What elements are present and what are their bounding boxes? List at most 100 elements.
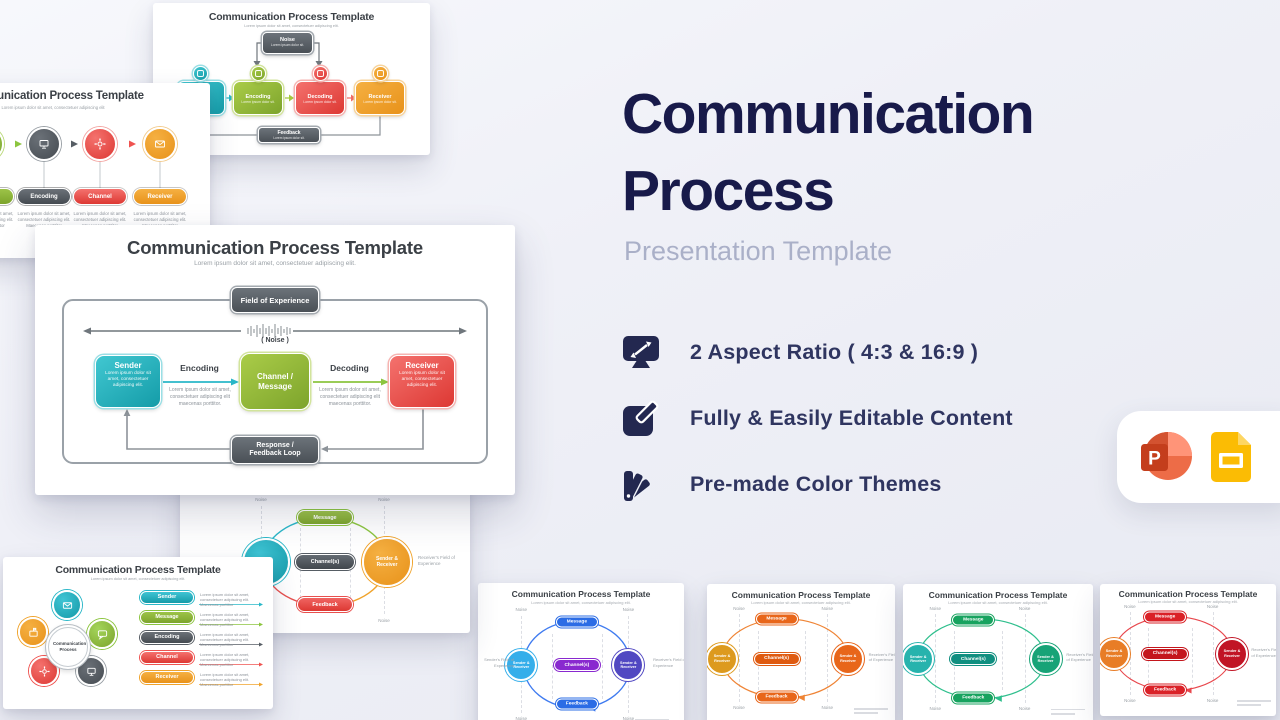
page-title-line1: Communication — [622, 82, 1035, 146]
cycle-slide-orange[interactable]: Communication Process Template Lorem ips… — [707, 584, 895, 720]
feature-label: Fully & Easily Editable Content — [690, 405, 1013, 430]
cycle-slide-blue[interactable]: Communication Process Template Lorem ips… — [478, 583, 684, 720]
decoding-step-icon — [312, 66, 328, 81]
slide-subtitle: Lorem ipsum dolor sit amet, consectetuer… — [90, 577, 186, 581]
chat-icon — [97, 629, 107, 640]
feedback-pill: Feedback — [297, 597, 353, 612]
receiver-circle-label: Sender & Receiver — [376, 555, 398, 568]
message-pill: Message — [297, 510, 353, 525]
channel-row-pill: Channel — [140, 650, 194, 664]
sender-receiver-circle-left: Sender & Receiver — [505, 649, 538, 682]
receiver-pill-label: Receiver — [147, 193, 173, 200]
channel-row-label: Channel — [156, 654, 178, 660]
row-body: Lorem ipsum dolor sit amet, consectetuer… — [200, 592, 250, 608]
receiver-field-note: Receiver's Field of Experience — [653, 657, 684, 668]
noise-label: Noise — [821, 605, 834, 611]
monitor-icon — [86, 667, 96, 676]
channel-pill-label: Channel(s) — [764, 656, 789, 662]
slide-title: Communication Process Template — [0, 90, 144, 102]
sender-receiver-circle-right: Sender & Receiver — [612, 649, 645, 682]
message-row-pill: Message — [140, 610, 194, 624]
slide-subtitle: Lorem ipsum dolor sit amet, consectetuer… — [751, 599, 851, 605]
channel-message-label: Channel / Message — [256, 371, 293, 391]
channel-pill: Channel(s) — [753, 652, 800, 665]
feature-label: Pre-made Color Themes — [690, 471, 942, 496]
sender-receiver-circle-right: Sender & Receiver — [1029, 643, 1062, 676]
slide-title: Communication Process Template — [511, 589, 651, 600]
encoding-row-label: Encoding — [154, 634, 180, 640]
noise-label: Noise — [821, 705, 834, 711]
receiver-field-note: Receiver's Field of Experience — [418, 555, 455, 566]
message-pill: Message — [952, 614, 995, 625]
sender-box: Sender Lorem ipsum dolor sit amet, conse… — [95, 355, 161, 408]
noise-label: Noise — [1124, 604, 1136, 610]
channel-pill-label: Channel(s) — [960, 656, 986, 662]
cycle-slide-green[interactable]: Communication Process Template Lorem ips… — [903, 584, 1093, 720]
hub-center-circle: Communication Process — [45, 624, 91, 670]
feature-editable: Fully & Easily Editable Content — [622, 399, 1013, 437]
noise-label: Noise — [280, 37, 295, 43]
encoding-label: Encoding — [245, 94, 271, 100]
feedback-pill: Feedback — [755, 691, 798, 703]
monitor-icon — [39, 140, 49, 149]
thumbnail-main-slide[interactable]: Communication Process Template Lorem ips… — [35, 225, 515, 495]
noise-label: Noise — [1206, 604, 1219, 610]
noise-label: Noise — [515, 607, 528, 613]
channel-pill-label: Channel(s) — [1152, 651, 1178, 657]
noise-label: Noise — [733, 705, 745, 711]
sender-field-note: Sender's Field of Experience — [484, 657, 515, 668]
receiver-box: Receiver Lorem ipsum dolor sit. — [355, 81, 405, 115]
mail-icon — [155, 140, 165, 148]
decoding-box: Decoding Lorem ipsum dolor sit. — [295, 81, 345, 115]
slide-subtitle: Lorem ipsum dolor sit amet, consectetuer… — [194, 260, 356, 267]
noise-label: Noise — [255, 497, 267, 502]
watermark-line — [1051, 713, 1076, 715]
row-body: Lorem ipsum dolor sit amet, consectetuer… — [200, 632, 250, 648]
receiver-pill: Receiver — [133, 188, 187, 205]
noise-dotted-line — [827, 613, 829, 703]
watermark-line — [853, 708, 888, 710]
noise-dotted-line — [804, 630, 806, 690]
edit-pencil-icon — [623, 400, 659, 436]
noise-body: Lorem ipsum dolor sit. — [270, 43, 305, 47]
message-pill-label: Message — [313, 514, 337, 521]
slide-subtitle: Lorem ipsum dolor sit amet, consectetuer… — [948, 599, 1048, 605]
response-feedback-label: Response / Feedback Loop — [249, 441, 301, 457]
receiver-label: Receiver — [405, 361, 439, 370]
noise-dotted-line — [1129, 611, 1131, 695]
noise-dotted-line — [1024, 613, 1026, 704]
noise-dotted-line — [552, 634, 554, 700]
message-pill: Message — [1144, 611, 1187, 623]
sender-receiver-circle-right: Sender & Receiver — [832, 642, 864, 675]
page-title: Communication Process — [622, 76, 1035, 230]
circle-label: Sender & Receiver — [713, 654, 731, 663]
circle-label: Sender & Receiver — [839, 654, 857, 663]
noise-label: Noise — [378, 618, 390, 623]
receiver-label: Receiver — [368, 94, 392, 100]
sender-receiver-circle-left: Sender & Receiver — [903, 643, 935, 676]
slide-title: Communication Process Template — [55, 564, 221, 576]
noise-label: Noise — [1018, 606, 1031, 611]
noise-dotted-line — [1212, 611, 1214, 695]
noise-label: Noise — [1018, 706, 1031, 712]
receiver-field-note: Receiver's Field of Experience — [1066, 652, 1093, 663]
slide-subtitle: Lorem ipsum dolor sit amet, consectetuer… — [531, 600, 631, 606]
noise-dotted-line — [1001, 630, 1003, 691]
circle-label: Sender & Receiver — [1223, 649, 1241, 658]
cycle-slide-red[interactable]: Communication Process Template Lorem ips… — [1100, 584, 1276, 716]
color-swatches-icon — [623, 471, 652, 503]
feedback-pill: Feedback — [555, 698, 598, 710]
sender-receiver-circle-right: Sender & Receiver — [1216, 637, 1248, 670]
row-body: Lorem ipsum dolor sit amet, consectetuer… — [200, 672, 250, 688]
sender-label: Sender — [114, 361, 142, 370]
hub-message-circle — [87, 619, 117, 649]
row-arrows — [199, 602, 263, 687]
receiver-field-note: Receiver's Field of Experience — [1251, 647, 1276, 658]
thumbnail-hub-slide[interactable]: Communication Process Template Lorem ips… — [3, 557, 273, 709]
circle-connectors — [15, 140, 161, 188]
noise-label: Noise — [378, 497, 390, 502]
receiver-field-note: Receiver's Field of Experience — [868, 651, 895, 662]
noise-label: Noise — [929, 706, 942, 712]
feature-label: 2 Aspect Ratio ( 4:3 & 16:9 ) — [690, 339, 979, 364]
noise-caption: ( Noise ) — [261, 337, 289, 344]
